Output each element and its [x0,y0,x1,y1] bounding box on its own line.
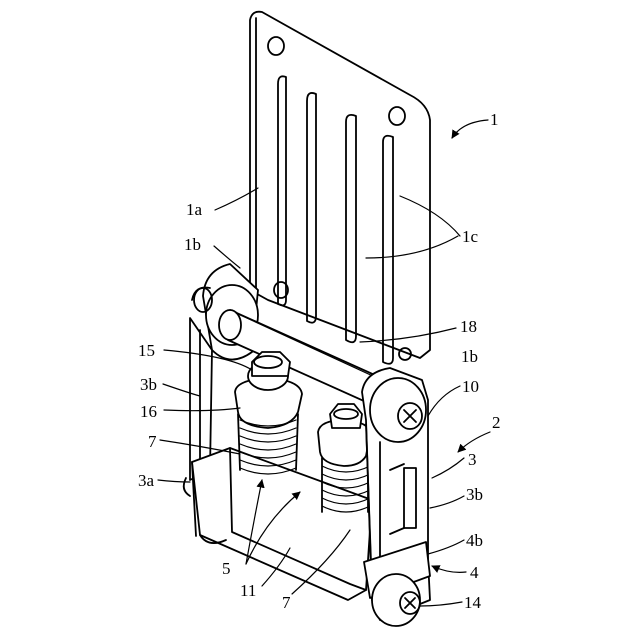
label-7-top: 7 [148,432,157,451]
label-5: 5 [222,559,231,578]
label-18: 18 [460,317,477,336]
label-15: 15 [138,341,155,360]
label-4b: 4b [466,531,483,550]
right-side-assembly [362,368,430,626]
label-14: 14 [464,593,482,612]
label-2: 2 [492,413,501,432]
label-3b-right: 3b [466,485,483,504]
label-1b-right: 1b [461,347,478,366]
lower-housing [184,448,372,600]
label-1b-left: 1b [184,235,201,254]
label-16: 16 [140,402,157,421]
label-3: 3 [468,450,477,469]
label-7-bottom: 7 [282,593,291,612]
label-1a: 1a [186,200,203,219]
label-1c: 1c [462,227,479,246]
label-3b-left: 3b [140,375,157,394]
label-10: 10 [462,377,479,396]
label-3a: 3a [138,471,155,490]
label-1: 1 [490,110,499,129]
mounting-plate [250,12,430,364]
label-11: 11 [240,581,256,600]
label-4: 4 [470,563,479,582]
